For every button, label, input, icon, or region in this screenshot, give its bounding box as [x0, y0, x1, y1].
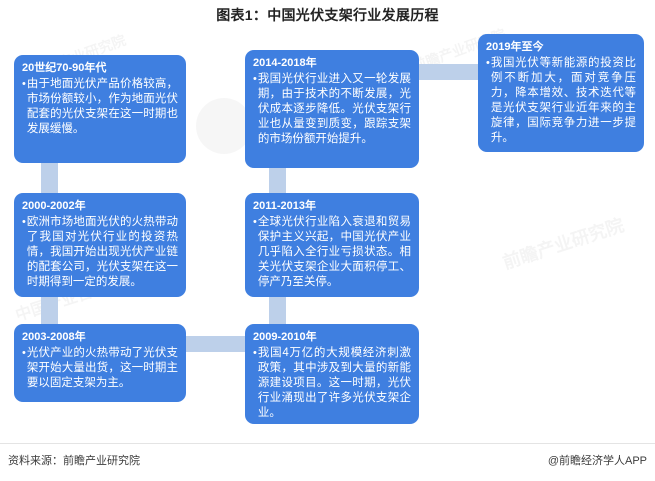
timeline-body: 由于地面光伏产品价格较高，市场份额较小，作为地面光伏配套的光伏支架在这一时期也发… [26, 78, 178, 135]
timeline-body: 我国光伏等新能源的投资比例不断加大，面对竞争压力，降本增效、技术迭代等是光伏支架… [490, 57, 636, 144]
bullet-icon: • [22, 78, 26, 90]
connector-horizontal-1 [186, 336, 252, 352]
connector-vertical-3 [269, 296, 286, 324]
footer-divider [0, 443, 655, 444]
bullet-icon: • [253, 347, 257, 359]
source-label: 资料来源：前瞻产业研究院 [8, 455, 140, 467]
timeline-box-2003-2008[interactable]: 2003-2008年 • 光伏产业的火热带动了光伏支架开始大量出货，这一时期主要… [14, 324, 186, 402]
timeline-body: 光伏产业的火热带动了光伏支架开始大量出货，这一时期主要以固定支架为主。 [26, 347, 178, 389]
watermark-text: 前瞻产业研究院 [499, 211, 627, 275]
bullet-icon: • [22, 347, 26, 359]
bullet-icon: • [253, 216, 257, 228]
timeline-period: 2019年至今 [486, 41, 544, 53]
timeline-period: 2000-2002年 [22, 200, 86, 212]
timeline-body: 全球光伏行业陷入衰退和贸易保护主义兴起，中国光伏产业几乎陷入全行业亏损状态。相关… [257, 216, 411, 288]
connector-vertical-2 [41, 296, 58, 324]
connector-vertical-1 [41, 162, 58, 193]
timeline-box-2000-2002[interactable]: 2000-2002年 • 欧洲市场地面光伏的火热带动了我国对光伏行业的投资热情，… [14, 193, 186, 297]
timeline-box-2009-2010[interactable]: 2009-2010年 • 我国4万亿的大规模经济刺激政策，其中涉及到大量的新能源… [245, 324, 419, 424]
bullet-icon: • [486, 57, 490, 69]
connector-horizontal-2 [419, 64, 485, 80]
brand-label: @前瞻经济学人APP [547, 455, 647, 467]
timeline-period: 2011-2013年 [253, 200, 316, 212]
bullet-icon: • [253, 73, 257, 85]
page-title: 图表1：中国光伏支架行业发展历程 [216, 7, 439, 23]
timeline-body: 我国光伏行业进入又一轮发展期，由于技术的不断发展，光伏成本逐步降低。光伏支架行业… [257, 73, 411, 145]
timeline-box-2014-2018[interactable]: 2014-2018年 • 我国光伏行业进入又一轮发展期，由于技术的不断发展，光伏… [245, 50, 419, 168]
timeline-period: 20世纪70-90年代 [22, 62, 107, 74]
timeline-body: 我国4万亿的大规模经济刺激政策，其中涉及到大量的新能源建设项目。这一时期，光伏行… [257, 347, 411, 419]
timeline-box-1970s-1990s[interactable]: 20世纪70-90年代 • 由于地面光伏产品价格较高，市场份额较小，作为地面光伏… [14, 55, 186, 163]
watermark-circle [196, 98, 252, 154]
timeline-box-2011-2013[interactable]: 2011-2013年 • 全球光伏行业陷入衰退和贸易保护主义兴起，中国光伏产业几… [245, 193, 419, 297]
timeline-period: 2003-2008年 [22, 331, 86, 343]
timeline-period: 2014-2018年 [253, 57, 317, 69]
bullet-icon: • [22, 216, 26, 228]
timeline-box-2019-now[interactable]: 2019年至今 • 我国光伏等新能源的投资比例不断加大，面对竞争压力，降本增效、… [478, 34, 644, 152]
timeline-body: 欧洲市场地面光伏的火热带动了我国对光伏行业的投资热情，我国开始出现光伏产业链的配… [26, 216, 178, 288]
connector-vertical-4 [269, 162, 286, 193]
timeline-period: 2009-2010年 [253, 331, 317, 343]
